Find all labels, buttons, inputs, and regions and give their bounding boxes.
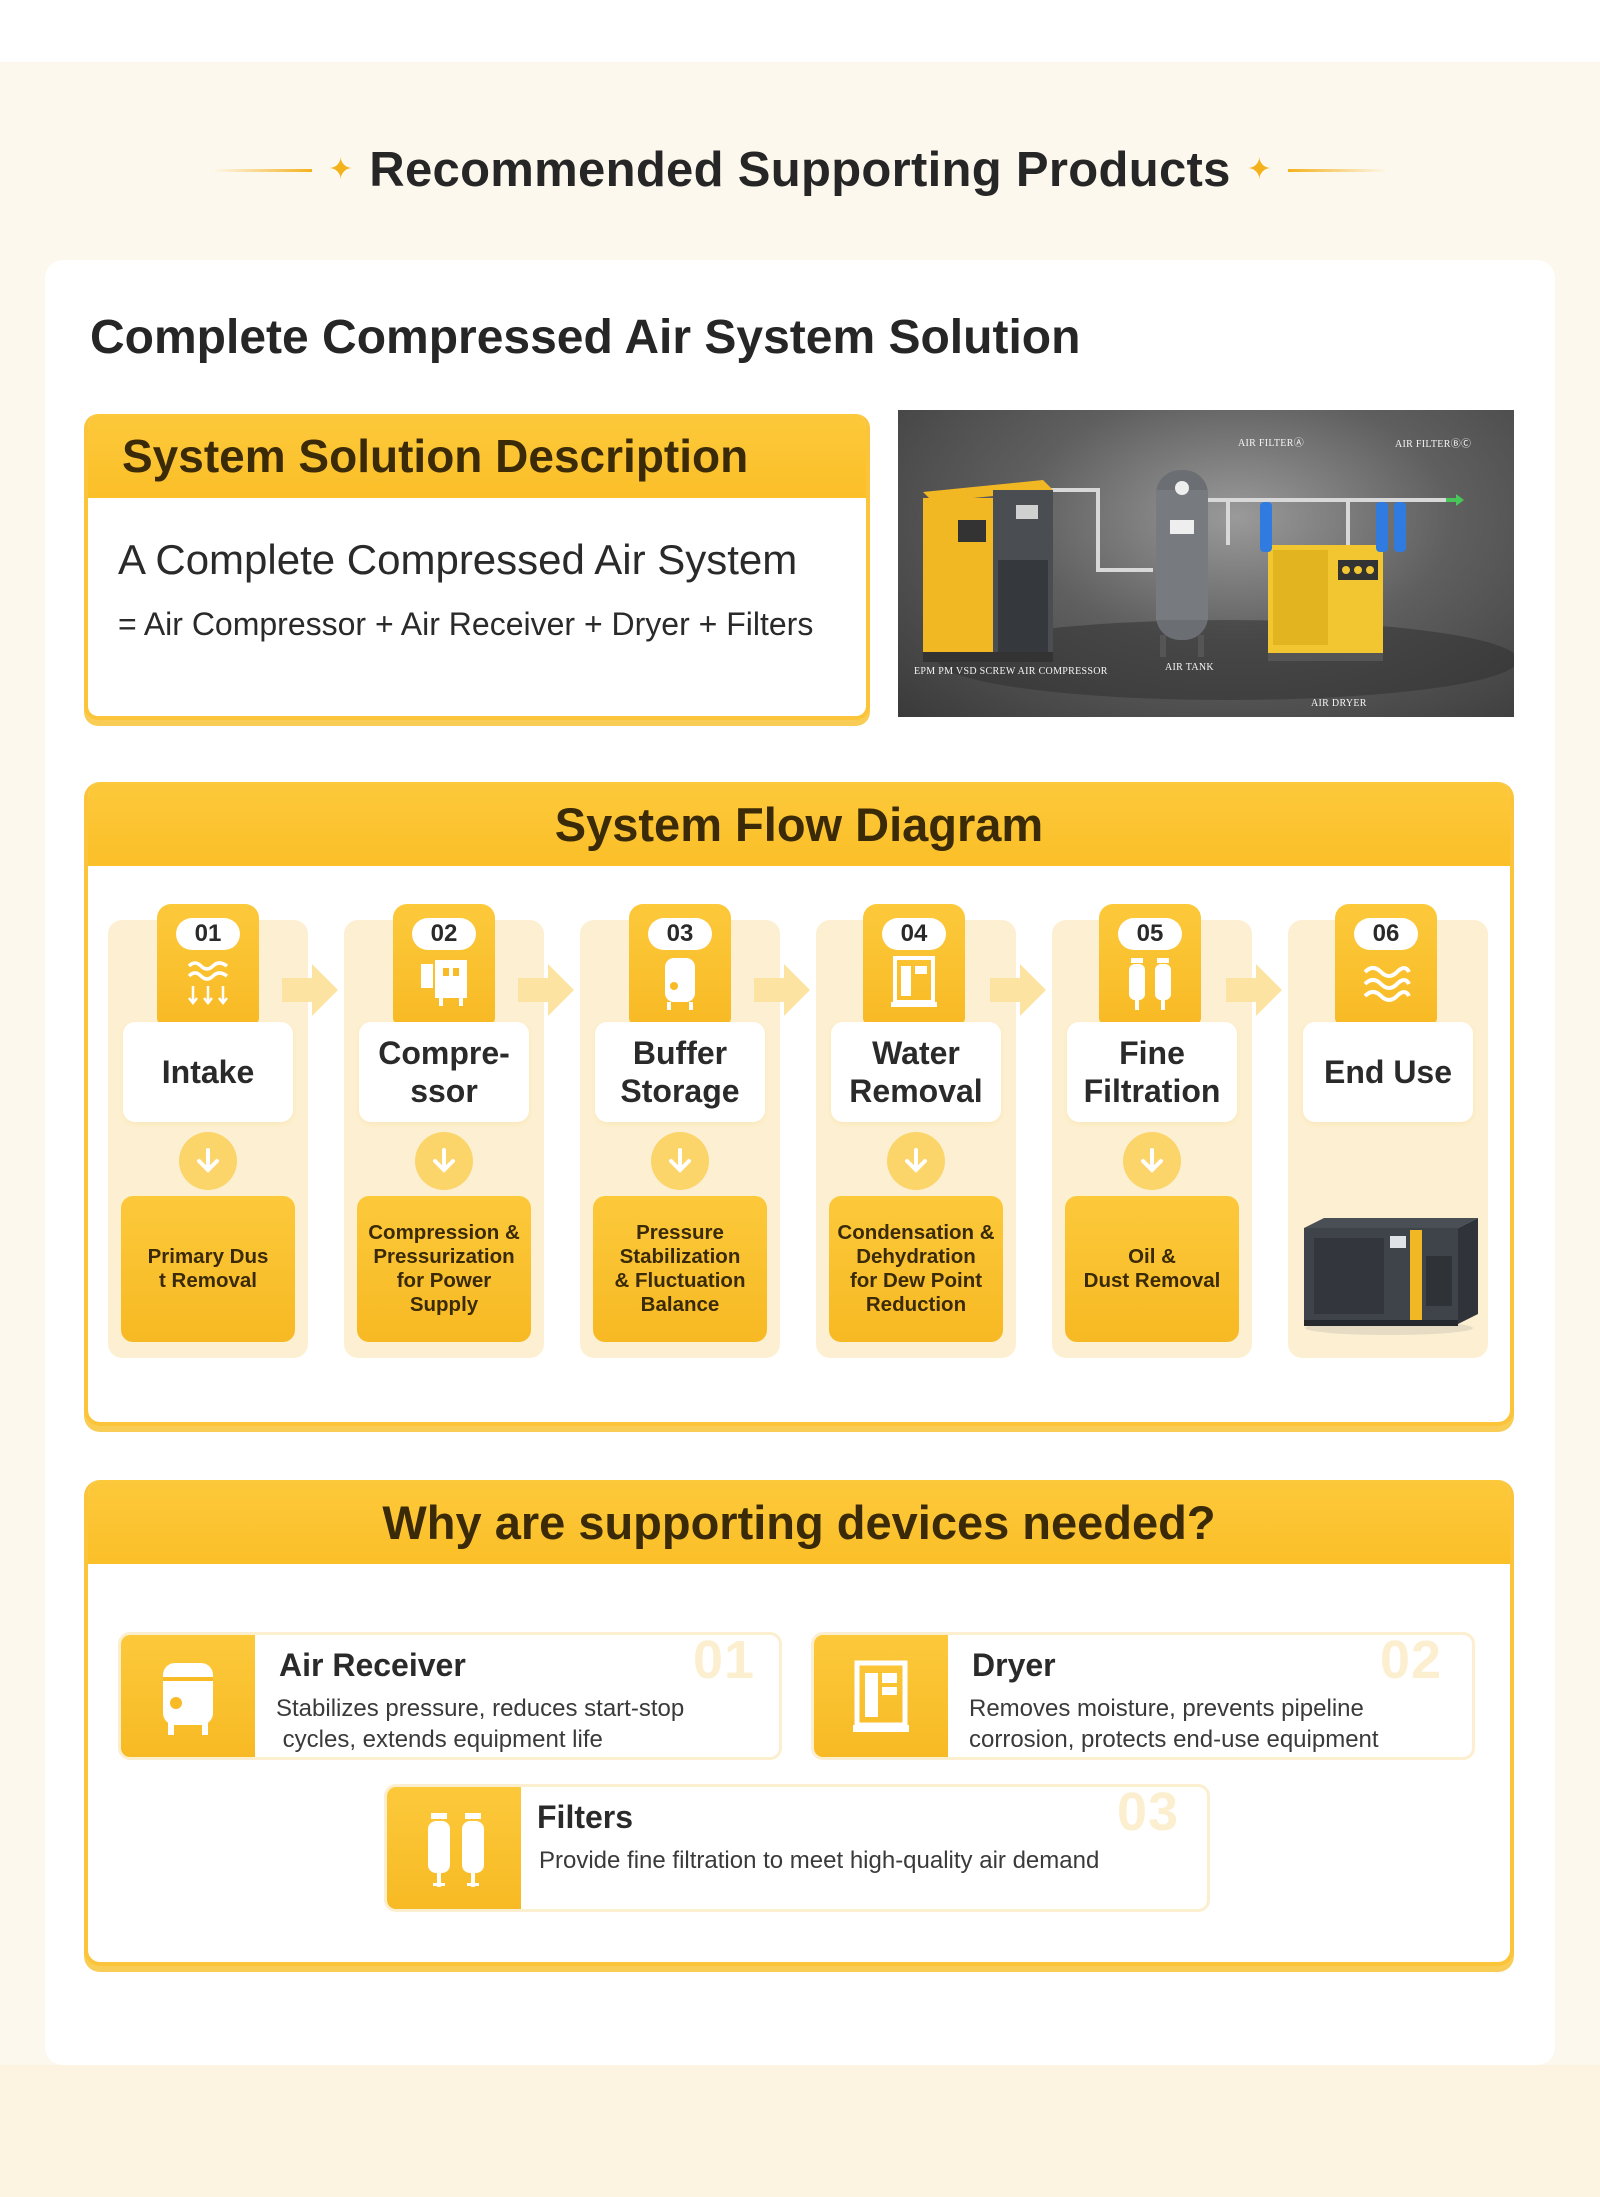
dryer-icon xyxy=(891,956,937,1007)
step-description-text: Pressure Stabilization & Fluctuation Bal… xyxy=(614,1221,746,1316)
step-description-text: Oil & Dust Removal xyxy=(1083,1245,1221,1292)
flow-arrow-right-icon xyxy=(1226,964,1282,1016)
photo-label-filter-bc: AIR FILTERⒷⒸ xyxy=(1395,439,1472,450)
step-description: Condensation & Dehydration for Dew Point… xyxy=(829,1196,1003,1342)
step-label: Compre- ssor xyxy=(359,1022,529,1122)
system-illustration xyxy=(923,470,1514,700)
step-description-text: Primary Dus t Removal xyxy=(147,1245,269,1292)
flow-arrow-right-icon xyxy=(754,964,810,1016)
why-needed-title: Why are supporting devices needed? xyxy=(88,1480,1510,1564)
solution-main-text: A Complete Compressed Air System xyxy=(118,536,798,583)
photo-label-tank: AIR TANK xyxy=(1165,662,1214,673)
step-label-text: Water Removal xyxy=(849,1035,983,1109)
top-strip xyxy=(0,0,1600,62)
filters-card: 03 Filters Provide fine filtration to me… xyxy=(384,1784,1210,1912)
photo-label-dryer: AIR DRYER xyxy=(1311,698,1367,709)
flow-arrow-right-icon xyxy=(518,964,574,1016)
card-number: 01 xyxy=(693,1632,756,1690)
arrow-down-icon xyxy=(179,1132,237,1190)
step-badge: 05 xyxy=(1099,904,1201,1024)
solution-description-heading: System Solution Description xyxy=(88,414,866,498)
step-number: 01 xyxy=(176,918,240,950)
step-label: Buffer Storage xyxy=(595,1022,765,1122)
why-icon-box xyxy=(814,1635,948,1757)
why-icon-box xyxy=(387,1787,521,1909)
step-label: Fine Filtration xyxy=(1067,1022,1237,1122)
step-label-text: Buffer Storage xyxy=(620,1035,740,1109)
step-label: Intake xyxy=(123,1022,293,1122)
card-number: 02 xyxy=(1380,1632,1443,1690)
system-photo: AIR FILTERⒶ AIR FILTERⒷⒸ EPM PM VSD SCRE… xyxy=(898,410,1514,717)
step-label: End Use xyxy=(1303,1022,1473,1122)
step-number: 05 xyxy=(1118,918,1182,950)
step-label-text: Fine Filtration xyxy=(1083,1035,1221,1109)
filters-icon xyxy=(428,1813,484,1887)
section-title: Complete Compressed Air System Solution xyxy=(90,311,1081,364)
card-text: Removes moisture, prevents pipeline corr… xyxy=(969,1695,1379,1753)
step-badge: 06 xyxy=(1335,904,1437,1024)
step-label-text: Compre- ssor xyxy=(378,1035,510,1109)
step-number: 04 xyxy=(882,918,946,950)
air-waves-icon xyxy=(1363,966,1411,1002)
arrow-down-icon xyxy=(1123,1132,1181,1190)
header-line-left xyxy=(212,168,313,172)
arrow-down-icon xyxy=(887,1132,945,1190)
arrow-down-icon xyxy=(651,1132,709,1190)
flow-diagram-title: System Flow Diagram xyxy=(88,782,1510,866)
step-description: Compression & Pressurization for Power S… xyxy=(357,1196,531,1342)
step-badge: 02 xyxy=(393,904,495,1024)
step-badge: 04 xyxy=(863,904,965,1024)
step-description-text: Compression & Pressurization for Power S… xyxy=(368,1221,520,1316)
dryer-card: 02 Dryer Removes moisture, prevents pipe… xyxy=(811,1632,1475,1760)
flow-arrow-right-icon xyxy=(282,964,338,1016)
step-number: 06 xyxy=(1354,918,1418,950)
card-title: Air Receiver xyxy=(279,1647,466,1683)
step-description: Primary Dus t Removal xyxy=(121,1196,295,1342)
page-header: ✦ Recommended Supporting Products ✦ xyxy=(0,130,1600,210)
card-title: Filters xyxy=(537,1799,634,1835)
step-number: 02 xyxy=(412,918,476,950)
air-tank-icon xyxy=(163,1663,213,1735)
solution-formula-text: = Air Compressor + Air Receiver + Dryer … xyxy=(118,606,814,642)
header-line-right xyxy=(1287,168,1388,172)
flow-diagram-block: System Flow Diagram xyxy=(84,782,1514,1426)
air-tank-icon xyxy=(665,958,695,1010)
compressor-icon xyxy=(421,960,467,1006)
step-label-text: Intake xyxy=(161,1054,255,1090)
step-badge: 01 xyxy=(157,904,259,1024)
page-title: Recommended Supporting Products xyxy=(369,143,1231,197)
photo-label-compressor: EPM PM VSD SCREW AIR COMPRESSOR xyxy=(914,666,1108,677)
flow-arrow-right-icon xyxy=(990,964,1046,1016)
step-label: Water Removal xyxy=(831,1022,1001,1122)
air-receiver-card: 01 Air Receiver Stabilizes pressure, red… xyxy=(118,1632,782,1760)
step-badge: 03 xyxy=(629,904,731,1024)
sparkle-icon: ✦ xyxy=(328,153,354,186)
photo-label-filter-a: AIR FILTERⒶ xyxy=(1238,438,1304,449)
dryer-icon xyxy=(853,1660,909,1732)
step-number: 03 xyxy=(648,918,712,950)
compressor-product-image xyxy=(1304,1218,1478,1335)
sparkle-icon: ✦ xyxy=(1246,153,1272,186)
card-title: Dryer xyxy=(972,1647,1056,1683)
step-label-text: End Use xyxy=(1323,1054,1453,1090)
why-icon-box xyxy=(121,1635,255,1757)
card-text: Provide fine filtration to meet high-qua… xyxy=(539,1847,1100,1874)
step-description-text: Condensation & Dehydration for Dew Point… xyxy=(837,1221,995,1316)
arrow-down-icon xyxy=(415,1132,473,1190)
card-number: 03 xyxy=(1117,1784,1180,1842)
filters-icon xyxy=(1129,958,1171,1010)
card-text: Stabilizes pressure, reduces start-stop … xyxy=(276,1695,685,1753)
step-description: Oil & Dust Removal xyxy=(1065,1196,1239,1342)
bottom-strip xyxy=(0,2065,1600,2197)
intake-waves-icon xyxy=(187,961,229,1006)
solution-description-box: System Solution Description A Complete C… xyxy=(84,414,870,720)
step-description: Pressure Stabilization & Fluctuation Bal… xyxy=(593,1196,767,1342)
